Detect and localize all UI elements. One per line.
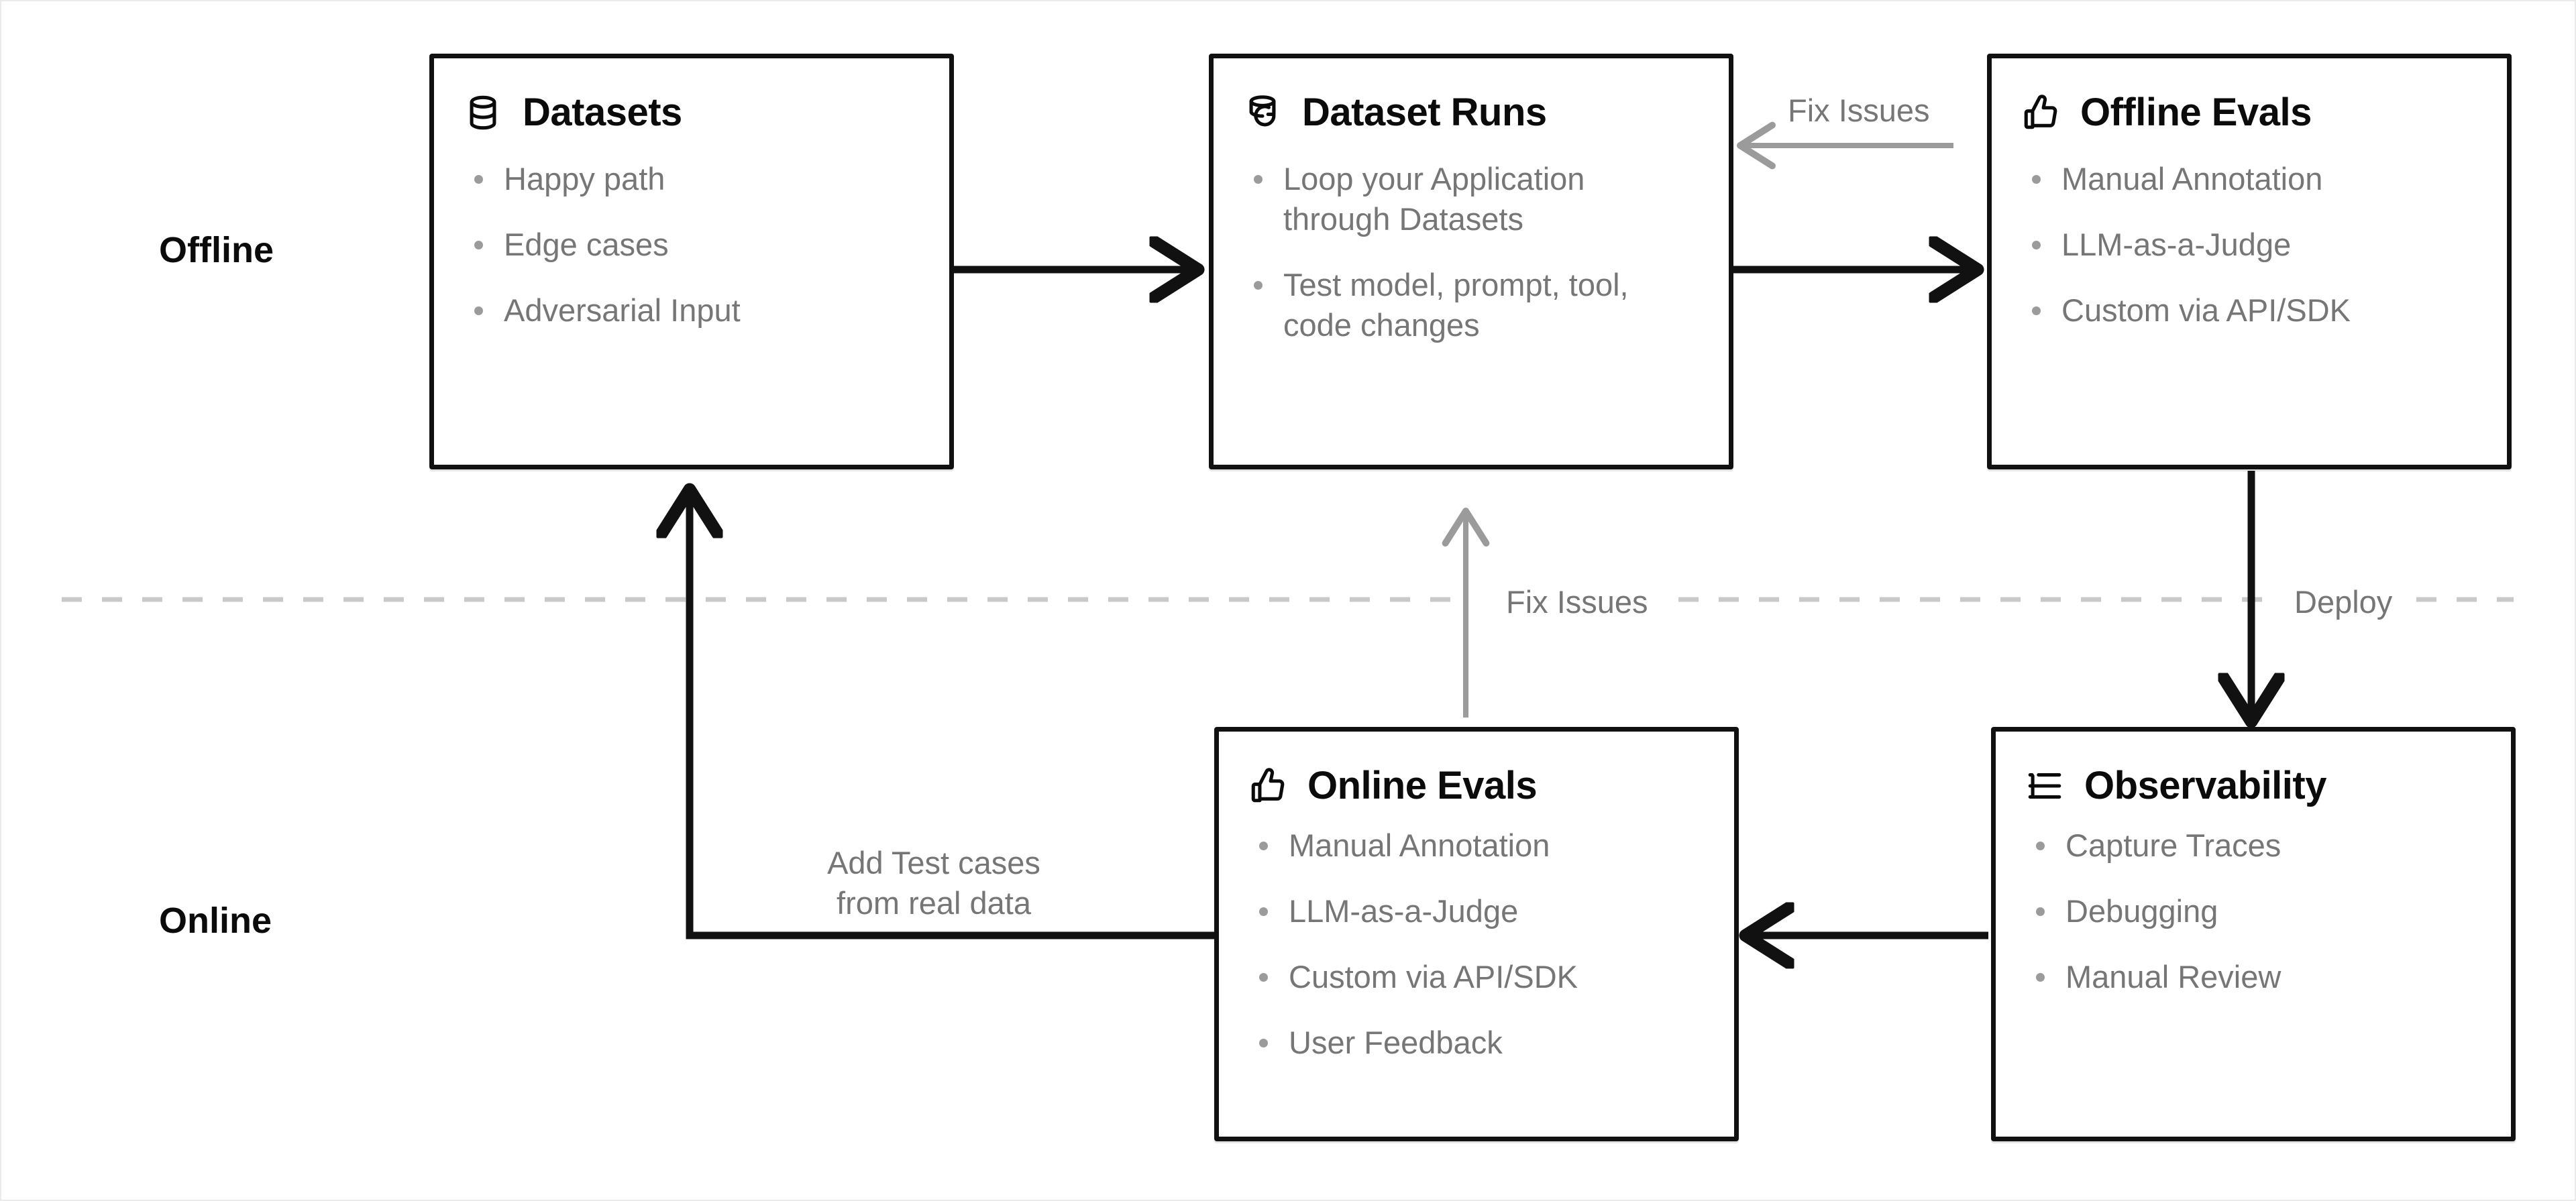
node-observability[interactable]: Observability Capture Traces Debugging M… (1991, 727, 2516, 1141)
node-datasets-header: Datasets (434, 58, 949, 132)
list-item: Happy path (474, 159, 920, 199)
edge-label-fix-issues-top: Fix Issues (1788, 93, 1930, 128)
node-offline-evals-title: Offline Evals (2080, 91, 2312, 134)
node-offline-evals-header: Offline Evals (1992, 58, 2507, 132)
lane-label-offline: Offline (159, 230, 274, 270)
node-observability-title: Observability (2084, 764, 2326, 807)
node-datasets-bullets: Happy path Edge cases Adversarial Input (434, 132, 949, 331)
node-dataset-runs[interactable]: Dataset Runs Loop your Application throu… (1209, 54, 1733, 469)
lane-label-online: Online (159, 901, 272, 941)
list-item: Capture Traces (2036, 825, 2481, 866)
list-item: Manual Review (2036, 957, 2481, 997)
node-dataset-runs-header: Dataset Runs (1214, 58, 1729, 132)
list-item: Manual Annotation (1259, 825, 1705, 866)
node-offline-evals-bullets: Manual Annotation LLM-as-a-Judge Custom … (1992, 132, 2507, 331)
database-run-icon (1249, 95, 1276, 127)
list-item: LLM-as-a-Judge (2032, 225, 2477, 265)
edge-label-fix-issues-mid: Fix Issues (1506, 584, 1648, 620)
node-observability-header: Observability (1996, 732, 2511, 805)
thumbs-up-icon (2024, 95, 2057, 129)
node-online-evals-bullets: Manual Annotation LLM-as-a-Judge Custom … (1219, 805, 1734, 1064)
list-item: Edge cases (474, 225, 920, 265)
list-item: Test model, prompt, tool, code changes (1254, 265, 1668, 345)
node-online-evals-title: Online Evals (1307, 764, 1538, 807)
thumbs-up-icon (1251, 768, 1285, 803)
node-online-evals-header: Online Evals (1219, 732, 1734, 805)
list-item: Custom via API/SDK (2032, 290, 2477, 331)
node-datasets[interactable]: Datasets Happy path Edge cases Adversari… (429, 54, 954, 469)
add-test-cases-line-1: Add Test cases (827, 845, 1040, 880)
list-item: Debugging (2036, 891, 2481, 931)
node-datasets-title: Datasets (523, 91, 682, 134)
node-dataset-runs-bullets: Loop your Application through Datasets T… (1214, 132, 1729, 346)
node-online-evals[interactable]: Online Evals Manual Annotation LLM-as-a-… (1214, 727, 1739, 1141)
list-item: Loop your Application through Datasets (1254, 159, 1668, 239)
list-item: Adversarial Input (474, 290, 920, 331)
edge-label-add-test-cases: Add Test cases from real data (816, 843, 1051, 923)
node-offline-evals[interactable]: Offline Evals Manual Annotation LLM-as-a… (1987, 54, 2512, 469)
list-item: User Feedback (1259, 1023, 1705, 1063)
list-tree-icon (2028, 773, 2061, 799)
edge-label-deploy: Deploy (2294, 584, 2393, 620)
list-item: LLM-as-a-Judge (1259, 891, 1705, 931)
add-test-cases-line-2: from real data (837, 885, 1031, 921)
node-observability-bullets: Capture Traces Debugging Manual Review (1996, 805, 2511, 997)
database-icon (470, 95, 496, 130)
list-item: Manual Annotation (2032, 159, 2477, 199)
list-item: Custom via API/SDK (1259, 957, 1705, 997)
node-dataset-runs-title: Dataset Runs (1302, 91, 1547, 134)
